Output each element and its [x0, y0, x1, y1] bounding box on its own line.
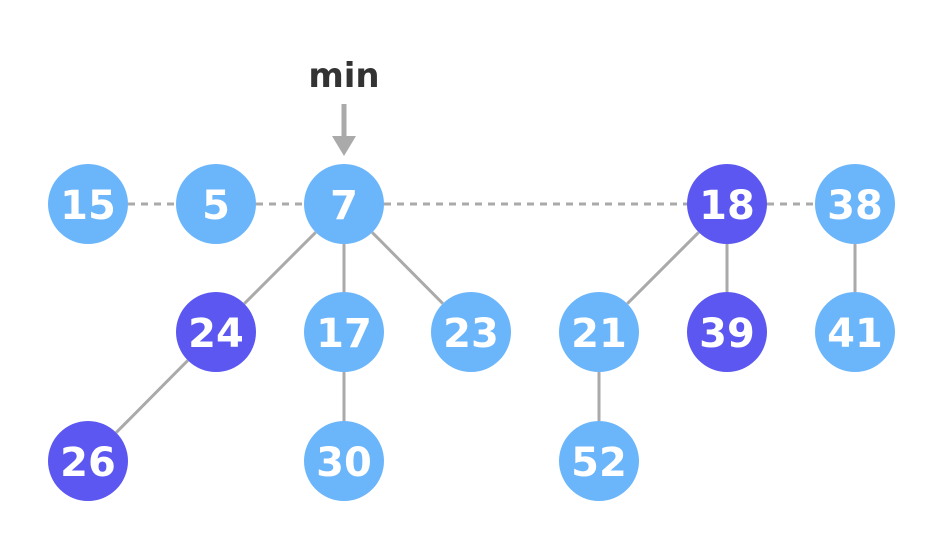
min-pointer-label: min: [308, 56, 379, 96]
node-circle: [431, 292, 511, 372]
heap-nodes: 15 5 7 18 38 24 17 23 21 39 41 26 30 52: [48, 164, 895, 501]
heap-node-21: 21: [559, 292, 639, 372]
heap-node-15: 15: [48, 164, 128, 244]
node-key-label: 41: [827, 311, 883, 357]
node-key-label: 5: [202, 183, 230, 229]
heap-node-39: 39: [687, 292, 767, 372]
node-key-label: 7: [330, 183, 358, 229]
min-pointer: min: [308, 56, 380, 156]
node-key-label: 15: [60, 183, 116, 229]
node-key-label: 39: [699, 311, 755, 357]
marked-node-circle: [687, 164, 767, 244]
node-circle: [176, 164, 256, 244]
heap-node-5: 5: [176, 164, 256, 244]
node-circle: [815, 292, 895, 372]
edge-18-21: [626, 231, 700, 305]
node-key-label: 23: [443, 311, 499, 357]
node-key-label: 30: [316, 440, 372, 486]
edge-7-24: [243, 231, 317, 305]
heap-node-18: 18: [687, 164, 767, 244]
min-pointer-arrow-head: [332, 136, 356, 156]
node-circle: [304, 421, 384, 501]
marked-node-circle: [687, 292, 767, 372]
node-key-label: 17: [316, 311, 372, 357]
heap-node-52: 52: [559, 421, 639, 501]
node-key-label: 21: [571, 311, 627, 357]
node-key-label: 18: [699, 183, 755, 229]
heap-node-7: 7: [304, 164, 384, 244]
node-circle: [559, 421, 639, 501]
heap-node-30: 30: [304, 421, 384, 501]
marked-node-circle: [176, 292, 256, 372]
node-circle: [559, 292, 639, 372]
tree-edges: [115, 231, 857, 434]
node-circle: [304, 164, 384, 244]
heap-node-24: 24: [176, 292, 256, 372]
heap-node-41: 41: [815, 292, 895, 372]
heap-node-26: 26: [48, 421, 128, 501]
node-key-label: 26: [60, 440, 116, 486]
node-key-label: 52: [571, 440, 627, 486]
heap-node-23: 23: [431, 292, 511, 372]
node-circle: [304, 292, 384, 372]
node-circle: [48, 164, 128, 244]
node-circle: [815, 164, 895, 244]
heap-node-17: 17: [304, 292, 384, 372]
edge-7-23: [371, 231, 444, 305]
edge-24-26: [115, 359, 189, 434]
node-key-label: 38: [827, 183, 883, 229]
node-key-label: 24: [188, 311, 244, 357]
heap-node-38: 38: [815, 164, 895, 244]
marked-node-circle: [48, 421, 128, 501]
